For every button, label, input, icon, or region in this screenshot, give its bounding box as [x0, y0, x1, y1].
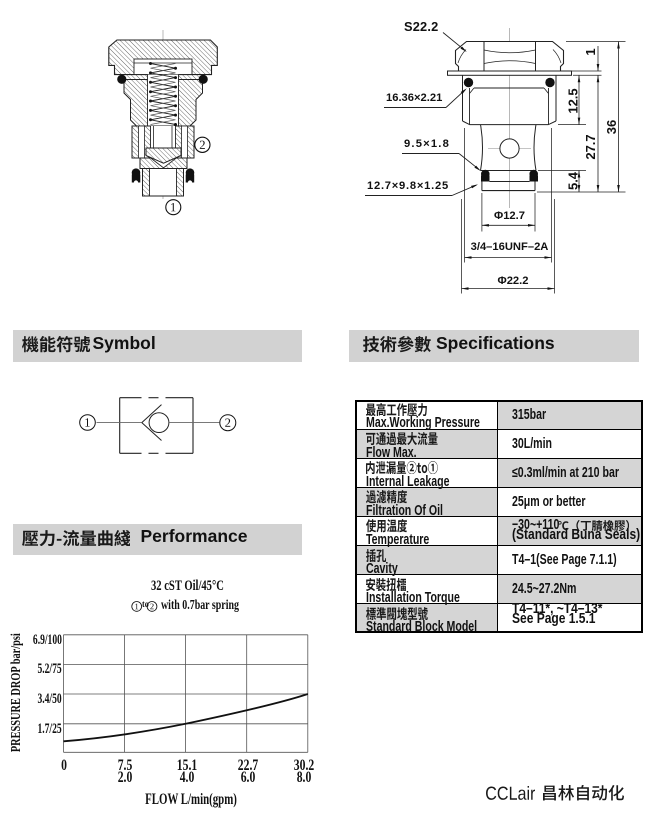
svg-text:PRESSURE DROP bar/psi: PRESSURE DROP bar/psi: [8, 633, 24, 752]
svg-text:12.5: 12.5: [566, 88, 581, 113]
svg-text:5.4: 5.4: [566, 171, 581, 190]
svg-text:1: 1: [583, 48, 598, 55]
svg-text:36: 36: [604, 120, 619, 134]
svg-text:27.7: 27.7: [583, 134, 598, 159]
